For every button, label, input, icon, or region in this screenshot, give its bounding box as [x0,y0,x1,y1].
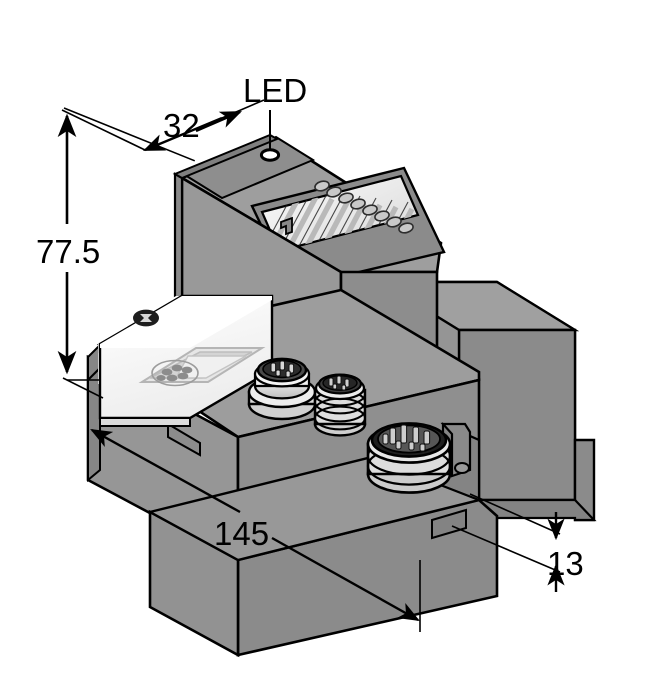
dimension-height: 77.5 [36,107,196,399]
dimension-foot-height: 13 [451,493,584,592]
marking-label-plate [98,294,274,427]
base-notch-left [167,422,201,457]
base-notch-right [431,508,467,540]
device-housing [86,133,597,658]
led-dot-row [314,180,414,234]
dimension-depth-label: 32 [163,107,200,144]
dimension-length: 145 [87,420,421,632]
connector-m12-male [247,357,317,421]
status-led-hole [259,148,281,162]
callout-led: LED [243,72,307,150]
dimension-depth: 32 [61,99,265,152]
connector-m12-female [313,373,367,437]
latch-hole [454,462,470,474]
label-screw-head [133,309,159,327]
connector-m23-power [366,422,452,494]
dimension-height-label: 77.5 [36,233,100,270]
label-clip-tab [280,216,293,236]
dimension-foot-height-label: 13 [547,545,584,582]
label-texture-dots [156,364,193,382]
callout-led-label: LED [243,72,307,109]
dimension-length-label: 145 [214,515,269,552]
